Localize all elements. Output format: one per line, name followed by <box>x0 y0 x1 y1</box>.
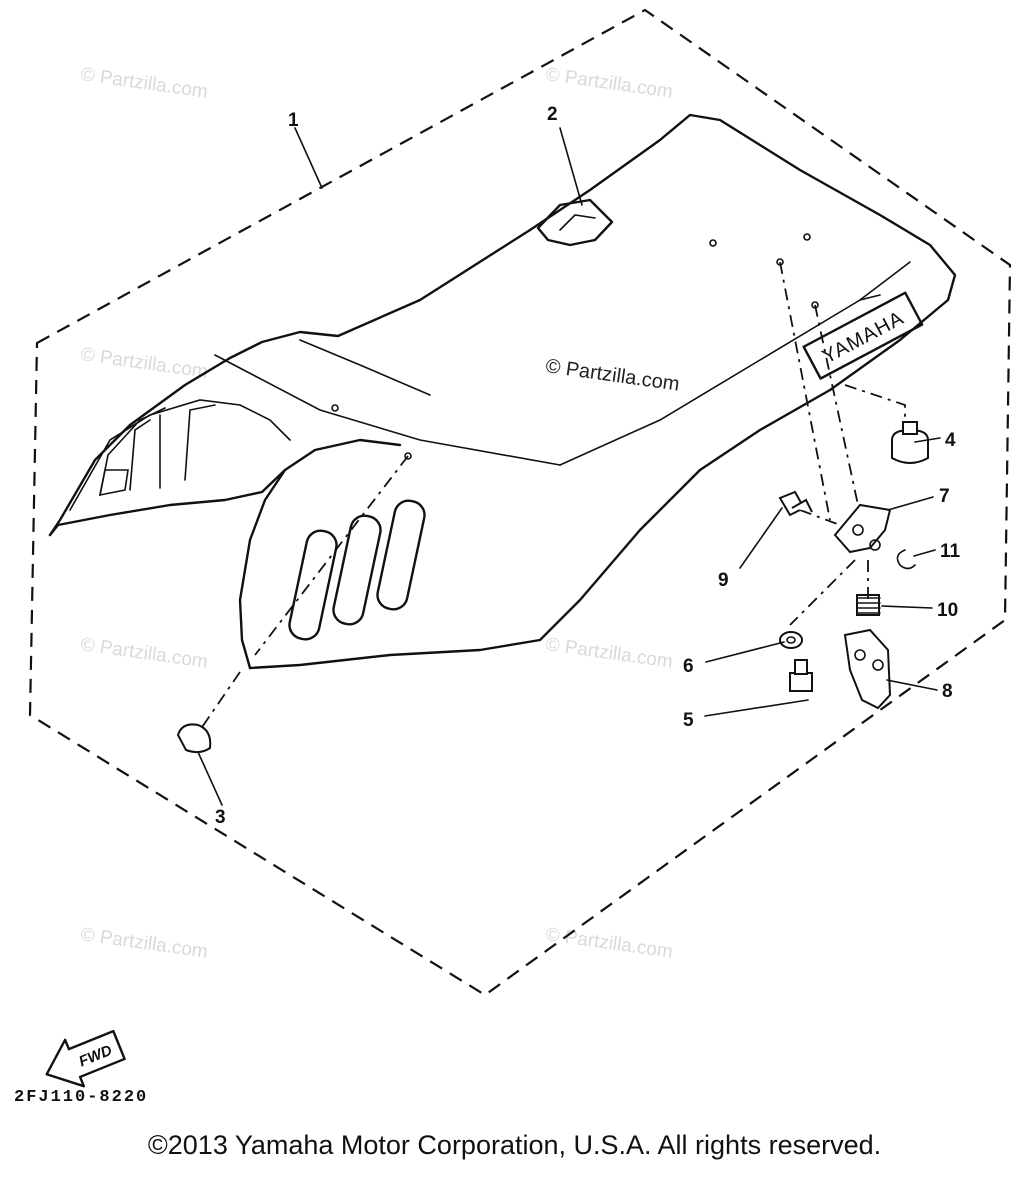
watermark-center: © Partzilla.com <box>544 355 681 396</box>
watermark: © Partzilla.com <box>544 634 674 673</box>
part-4-damper <box>891 421 929 464</box>
part-6-washer <box>779 631 803 649</box>
leader-lines <box>197 127 941 806</box>
assembly-boundary <box>28 8 1012 997</box>
watermark: © Partzilla.com <box>544 924 674 963</box>
callout-3: 3 <box>215 807 226 828</box>
callout-9: 9 <box>718 570 729 591</box>
watermark: © Partzilla.com <box>544 64 674 103</box>
callout-5: 5 <box>683 710 694 731</box>
callout-1: 1 <box>288 110 299 131</box>
callout-7: 7 <box>939 486 950 507</box>
watermark: © Partzilla.com <box>79 64 209 103</box>
watermarks: © Partzilla.com © Partzilla.com © Partzi… <box>79 64 674 963</box>
assembly-line <box>779 261 831 521</box>
copyright-notice: ©2013 Yamaha Motor Corporation, U.S.A. A… <box>147 1130 882 1160</box>
assembly-line <box>799 509 841 526</box>
part-10-spring <box>856 594 881 616</box>
part-3-damper <box>176 723 212 754</box>
callout-2: 2 <box>547 104 558 125</box>
callout-numbers: 1 2 3 4 5 6 7 8 9 10 11 <box>215 104 961 828</box>
assembly-line <box>199 671 241 731</box>
callout-8: 8 <box>942 681 953 702</box>
callout-4: 4 <box>945 430 956 451</box>
drawing-code: 2FJ110-8220 <box>14 1088 149 1107</box>
watermark: © Partzilla.com <box>79 634 209 673</box>
assembly-line <box>789 559 856 626</box>
part-11-clip <box>896 549 916 570</box>
part-8-latch <box>843 628 892 710</box>
watermark: © Partzilla.com <box>79 924 209 963</box>
part-5-bolt <box>789 659 813 692</box>
callout-10: 10 <box>937 600 958 621</box>
part-7-bracket <box>833 503 892 554</box>
assembly-line <box>814 304 859 506</box>
assembly-line <box>844 384 906 430</box>
part-9-bolt <box>778 490 813 517</box>
assembly-line <box>254 455 409 656</box>
callout-6: 6 <box>683 656 694 677</box>
callout-11: 11 <box>940 541 961 562</box>
seat <box>48 113 957 670</box>
fwd-arrow: FWD <box>45 1029 126 1088</box>
watermark: © Partzilla.com <box>79 344 209 383</box>
